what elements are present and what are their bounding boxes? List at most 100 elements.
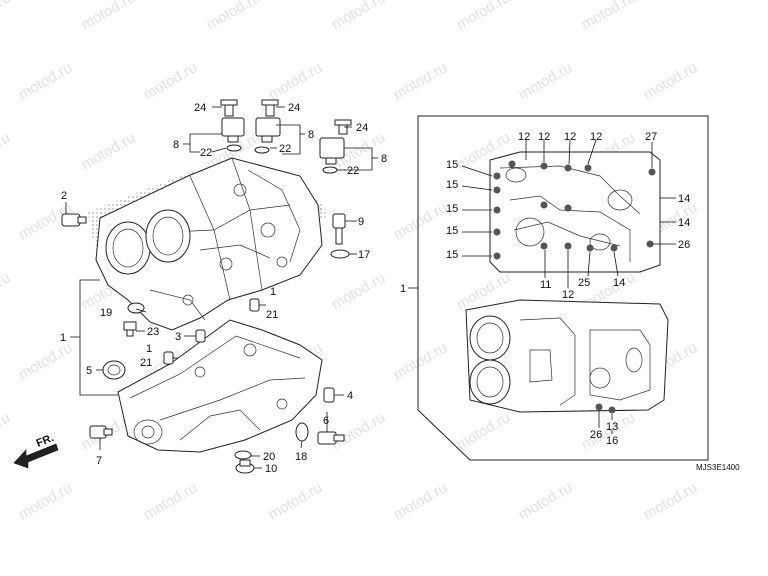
oil-jet-2 <box>61 213 87 227</box>
callout-15: 15 <box>446 203 458 215</box>
watermark-text: motod.ru <box>391 479 451 523</box>
watermark-text: motod.ru <box>0 0 13 33</box>
watermark-text: motod.ru <box>266 479 326 523</box>
watermark-text: motod.ru <box>516 479 576 523</box>
callout-13: 13 <box>606 421 618 433</box>
callout-12: 12 <box>590 131 602 143</box>
watermark-text: motod.ru <box>204 0 264 33</box>
oil-pressure-switch-9 <box>332 213 346 245</box>
callout-19: 19 <box>100 307 112 319</box>
callout-12: 12 <box>538 131 550 143</box>
diagram-code: MJS3E1400 <box>696 463 740 472</box>
watermark-text: motod.ru <box>79 0 139 33</box>
callout-4: 4 <box>347 390 353 402</box>
callout-8: 8 <box>173 139 179 151</box>
callout-12: 12 <box>562 289 574 301</box>
watermark-text: motod.ru <box>141 479 201 523</box>
detail-frame: 1 <box>400 115 709 461</box>
callout-12: 12 <box>518 131 530 143</box>
cam-sensor-right <box>319 137 345 165</box>
watermark-text: motod.ru <box>391 59 451 103</box>
crankcase-top-view <box>489 151 661 273</box>
callout-6: 6 <box>323 415 329 427</box>
o-ring-22-left <box>226 144 242 152</box>
washer-18 <box>295 422 309 442</box>
dowel-4 <box>323 387 335 403</box>
callout-15: 15 <box>446 179 458 191</box>
callout-8: 8 <box>381 153 387 165</box>
callout-14: 14 <box>613 277 625 289</box>
lower-crankcase <box>117 319 323 453</box>
watermark-text: motod.ru <box>391 199 451 243</box>
watermark-text: motod.ru <box>329 0 389 33</box>
watermark-text: motod.ru <box>641 59 701 103</box>
callout-11: 11 <box>540 279 551 291</box>
washer-17 <box>330 249 350 259</box>
drain-bolt-10 <box>235 459 255 474</box>
watermark-text: motod.ru <box>0 409 13 453</box>
watermark-text: motod.ru <box>391 339 451 383</box>
callout-7: 7 <box>96 455 102 467</box>
dowel-3 <box>195 329 206 343</box>
callout-22: 22 <box>347 165 359 177</box>
callout-1: 1 <box>146 343 152 355</box>
callout-10: 10 <box>265 463 277 475</box>
callout-27: 27 <box>645 131 657 143</box>
cylinder-bore <box>105 221 151 275</box>
callout-23: 23 <box>147 326 159 338</box>
watermark-text: motod.ru <box>641 479 701 523</box>
callout-24: 24 <box>356 122 368 134</box>
upper-crankcase <box>95 157 323 331</box>
watermark-text: motod.ru <box>329 269 389 313</box>
o-ring-22-right <box>322 166 338 174</box>
callout-15: 15 <box>446 225 458 237</box>
watermark-text: motod.ru <box>454 409 514 453</box>
dowel-21-lower <box>163 351 174 365</box>
callout-16: 16 <box>606 435 618 447</box>
watermark-text: motod.ru <box>16 479 76 523</box>
callout-1: 1 <box>270 286 276 298</box>
watermark-text: motod.ru <box>516 59 576 103</box>
watermark-text: motod.ru <box>0 269 13 313</box>
plug-5 <box>102 360 126 380</box>
cylinder-bore <box>145 209 191 263</box>
o-ring-19 <box>127 302 145 314</box>
callout-5: 5 <box>86 365 92 377</box>
callout-1: 1 <box>400 283 406 295</box>
watermark-text: motod.ru <box>141 59 201 103</box>
callout-3: 3 <box>175 331 181 343</box>
callout-8: 8 <box>308 129 314 141</box>
callout-15: 15 <box>446 159 458 171</box>
callout-22: 22 <box>200 147 212 159</box>
callout-22: 22 <box>279 143 291 155</box>
callout-21: 21 <box>140 357 152 369</box>
watermark-text: motod.ru <box>266 59 326 103</box>
watermark-text: motod.ru <box>579 0 639 33</box>
callout-17: 17 <box>358 249 370 261</box>
callout-24: 24 <box>194 102 206 114</box>
crankcase-bottom-view <box>465 299 669 414</box>
callout-12: 12 <box>564 131 576 143</box>
callout-9: 9 <box>358 216 364 228</box>
watermark-text: motod.ru <box>16 339 76 383</box>
callout-1: 1 <box>60 332 66 344</box>
callout-15: 15 <box>446 249 458 261</box>
watermark-text: motod.ru <box>0 129 13 173</box>
crankcase-exploded-view: FR. 24 24 24 8 8 8 22 22 22 2 9 17 1 1 2… <box>13 99 387 475</box>
callout-2: 2 <box>61 190 67 202</box>
callout-26: 26 <box>678 239 690 251</box>
dowel-21-upper <box>249 298 260 312</box>
callout-24: 24 <box>288 102 300 114</box>
front-direction-arrow: FR. <box>13 432 59 469</box>
watermark-text: motod.ru <box>329 409 389 453</box>
cam-sensor-mid <box>255 117 281 143</box>
watermark-text: motod.ru <box>16 59 76 103</box>
bolt-23 <box>123 321 137 337</box>
callout-21: 21 <box>266 309 278 321</box>
bolt-24-right <box>334 119 352 135</box>
callout-14: 14 <box>678 193 690 205</box>
callout-26: 26 <box>590 429 602 441</box>
switch-7 <box>89 425 113 439</box>
watermark-text: motod.ru <box>79 129 139 173</box>
